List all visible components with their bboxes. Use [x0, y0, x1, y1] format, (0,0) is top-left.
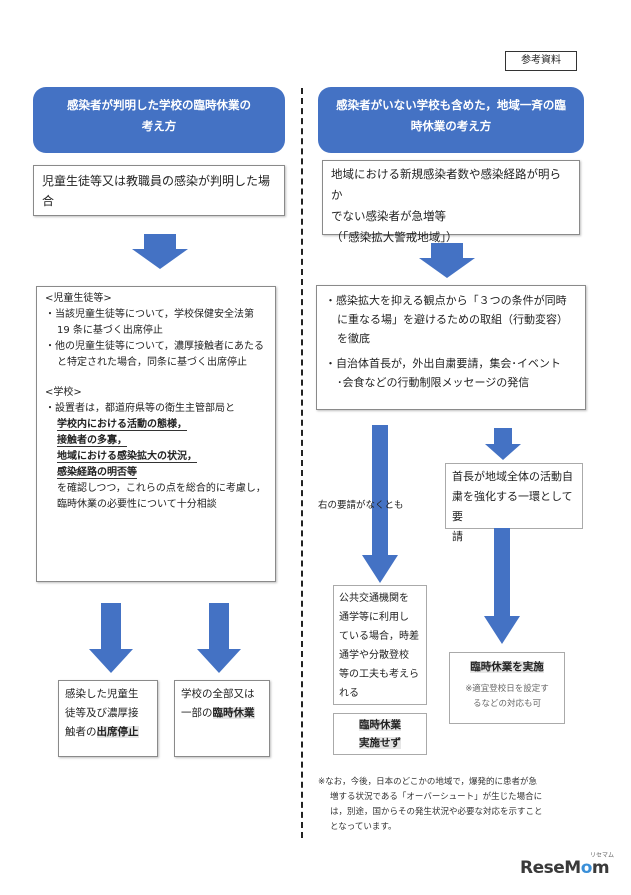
left-arrow-3: [197, 603, 241, 673]
left-arrow-3-shape: [197, 603, 241, 673]
result1-highlight: 出席停止: [96, 726, 139, 738]
measure1-line3: を徹底: [337, 332, 370, 345]
no-closure-line2: 実施せず: [359, 737, 401, 749]
left-arrow-1-shape: [132, 234, 188, 269]
school-tail-1: を確認しつつ，これらの点を総合的に考慮し，: [57, 483, 266, 494]
logo-subtext: リセマム: [590, 852, 615, 859]
no-request-label: 右の要請がなくとも: [318, 500, 404, 511]
left-header: 感染者が判明した学校の臨時休業の 考え方: [33, 87, 285, 153]
no-closure-box: 臨時休業 実施せず: [333, 713, 427, 755]
school-title: <学校>: [45, 387, 82, 398]
right-arrow-1: [419, 243, 475, 278]
right-condition-line1: 地域における新規感染者数や感染経路が明らか: [331, 167, 561, 202]
resemom-logo: ReseMom: [520, 858, 610, 878]
logo-part2: o: [580, 858, 593, 878]
students-item1-line1: ・当該児童生徒等について，学校保健安全法第: [45, 309, 254, 320]
measure2-line1: ・自治体首長が，外出自粛要請，集会･イベント: [325, 357, 561, 370]
footnote: ※なお，今後，日本のどこかの地域で，爆発的に患者が急 増する状況である「オーバー…: [318, 775, 586, 835]
right-short-arrow-shape: [485, 428, 521, 460]
transit-line3: ている場合，時差: [339, 631, 419, 642]
logo-part3: m: [591, 858, 610, 878]
measure1-line2: に重なる場」を避けるための取組（行動変容）: [337, 313, 568, 326]
request-line3: 請: [452, 530, 463, 543]
request-line2: 粛を強化する一環として要: [452, 490, 573, 523]
reference-label: 参考資料: [505, 51, 577, 71]
transit-line5: 等の工夫も考えら: [339, 669, 419, 680]
school-intro: ・設置者は，都道府県等の衛生主管部局と: [45, 403, 235, 414]
right-header: 感染者がいない学校も含めた，地域一斉の臨 時休業の考え方: [318, 87, 584, 153]
right-long-arrow-shape: [362, 425, 398, 583]
result1-line3: 触者の: [65, 726, 97, 738]
left-header-line2: 考え方: [141, 119, 177, 133]
result2-highlight: 臨時休業: [212, 707, 255, 719]
students-item1-line2: 19 条に基づく出席停止: [57, 325, 163, 336]
result2-line2: 一部の: [181, 707, 213, 719]
transit-line1: 公共交通機関を: [339, 593, 409, 604]
result1-line2: 徒等及び濃厚接: [65, 707, 139, 719]
right-mid-arrow-shape: [484, 528, 520, 644]
left-condition-box: 児童生徒等又は教職員の感染が判明した場 合: [33, 165, 285, 216]
students-item2-line1: ・他の児童生徒等について，濃厚接触者にあたる: [45, 341, 264, 352]
measure1-line1: ・感染拡大を抑える観点から「３つの条件が同時: [325, 294, 567, 307]
measure2-line2: ･会食などの行動制限メッセージの発信: [337, 376, 530, 389]
school-tail-2: 臨時休業の必要性について十分相談: [57, 499, 217, 510]
school-factor-1: 学校内における活動の態様，: [57, 419, 187, 431]
right-short-arrow: [485, 428, 521, 460]
column-divider: [301, 88, 303, 838]
students-item2-line2: と特定された場合，同条に基づく出席停止: [57, 357, 247, 368]
left-detail-box: <児童生徒等> ・当該児童生徒等について，学校保健安全法第 19 条に基づく出席…: [36, 286, 276, 582]
transit-line4: 通学や分散登校: [339, 650, 409, 661]
right-measures-box: ・感染拡大を抑える観点から「３つの条件が同時 に重なる場」を避けるための取組（行…: [316, 285, 586, 410]
right-long-arrow: [362, 425, 398, 583]
right-header-line2: 時休業の考え方: [410, 119, 492, 133]
footnote-line4: となっています。: [330, 822, 397, 832]
result1-line1: 感染した児童生: [65, 688, 139, 700]
footnote-line1: ※なお，今後，日本のどこかの地域で，爆発的に患者が急: [318, 777, 538, 787]
school-factor-4: 感染経路の明否等: [57, 467, 137, 479]
left-arrow-2: [89, 603, 133, 673]
left-header-line1: 感染者が判明した学校の臨時休業の: [67, 98, 251, 112]
students-title: <児童生徒等>: [45, 293, 112, 304]
right-condition-line3: （「感染拡大警戒地域」）: [331, 230, 458, 244]
closure-box: 臨時休業を実施 ※適宜登校日を設定す るなどの対応も可: [449, 652, 565, 724]
right-condition-line2: でない感染者が急増等: [331, 209, 446, 223]
left-condition-line1: 児童生徒等又は教職員の感染が判明した場: [42, 174, 271, 188]
transit-line6: れる: [339, 688, 359, 699]
result2-line1: 学校の全部又は: [181, 688, 255, 700]
logo-part1: ReseM: [520, 858, 581, 878]
right-condition-box: 地域における新規感染者数や感染経路が明らか でない感染者が急増等 （「感染拡大警…: [322, 160, 580, 244]
footnote-line2: 増する状況である「オーバーシュート」が生じた場合に: [330, 792, 543, 802]
transit-line2: 通学等に利用し: [339, 612, 409, 623]
no-closure-line1: 臨時休業: [359, 719, 401, 731]
right-arrow-1-shape: [419, 243, 475, 278]
footnote-line3: は，別途，国からその発生状況や必要な対応を示すこと: [330, 807, 543, 817]
right-header-line1: 感染者がいない学校も含めた，地域一斉の臨: [336, 98, 566, 112]
left-condition-line2: 合: [42, 194, 55, 208]
left-arrow-1: [132, 234, 188, 269]
school-factor-2: 接触者の多寡，: [57, 435, 127, 447]
closure-note-line2: るなどの対応も可: [472, 699, 541, 709]
right-mid-arrow: [484, 528, 520, 644]
left-arrow-2-shape: [89, 603, 133, 673]
closure-highlight: 臨時休業を実施: [470, 661, 544, 673]
result-school-closure-box: 学校の全部又は 一部の臨時休業: [174, 680, 270, 757]
request-line1: 首長が地域全体の活動自: [452, 470, 573, 483]
mayor-request-box: 首長が地域全体の活動自 粛を強化する一環として要 請: [445, 463, 583, 543]
transit-box: 公共交通機関を 通学等に利用し ている場合，時差 通学や分散登校 等の工夫も考え…: [333, 585, 427, 705]
school-factor-3: 地域における感染拡大の状況，: [57, 451, 197, 463]
closure-note-line1: ※適宜登校日を設定す: [465, 684, 549, 694]
result-student-suspension-box: 感染した児童生 徒等及び濃厚接 触者の出席停止: [58, 680, 158, 757]
